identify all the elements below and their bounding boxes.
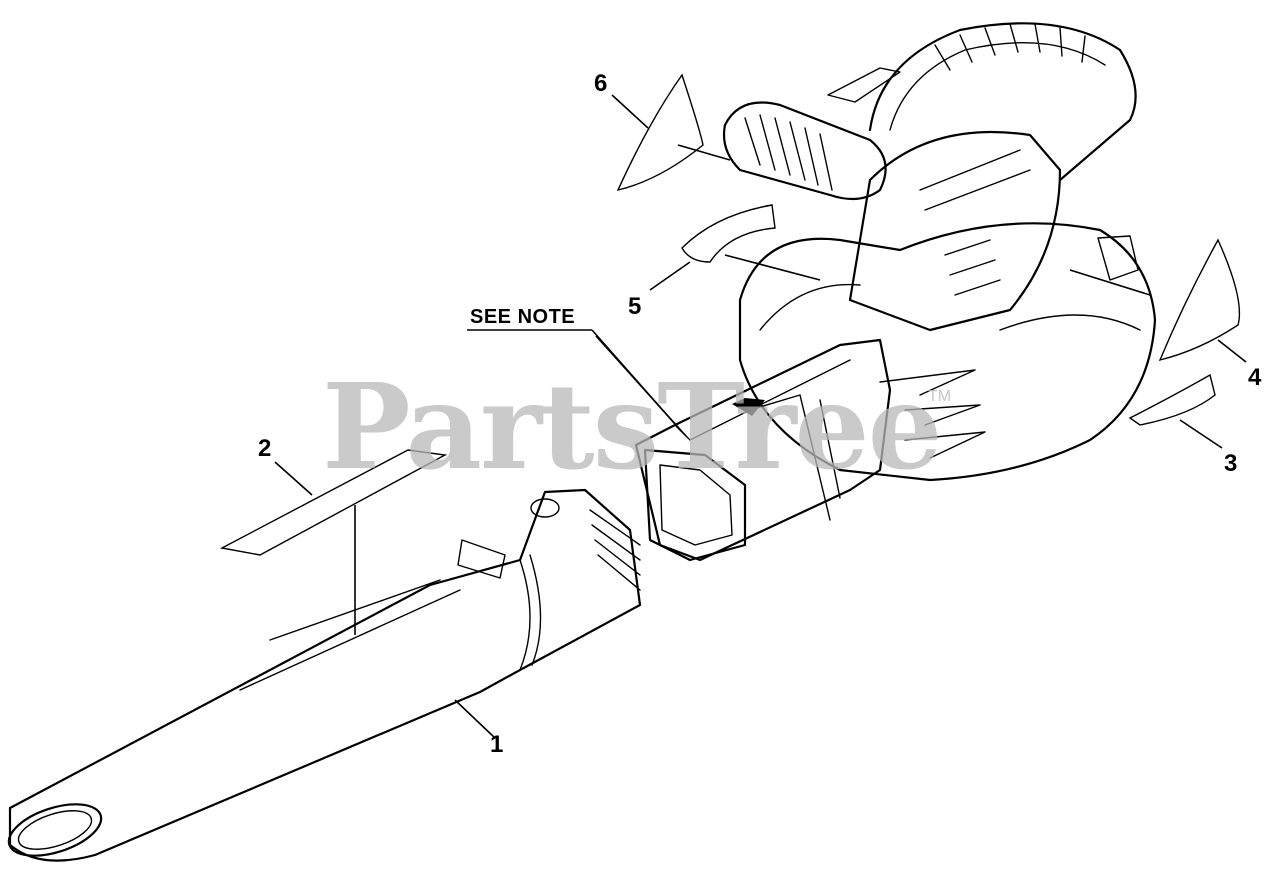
- blower-tube: [7, 488, 642, 862]
- blower-body: [722, 22, 1157, 482]
- callout-3: 3: [1224, 450, 1238, 477]
- decal-5-shape: [681, 204, 776, 263]
- callout-5: 5: [628, 293, 642, 320]
- inlet-tube: [634, 338, 892, 562]
- callout-2: 2: [258, 435, 272, 462]
- decal-4-shape: [1158, 238, 1241, 362]
- decal-3-shape: [1128, 373, 1216, 426]
- callout-1: 1: [490, 731, 504, 758]
- parts-tree-watermark: PartsTree: [322, 357, 943, 496]
- see-note-label: SEE NOTE: [470, 306, 576, 328]
- callout-6: 6: [594, 70, 608, 97]
- decal-2-shape: [219, 449, 448, 556]
- decal-6-shape: [616, 73, 704, 192]
- callout-4: 4: [1248, 364, 1262, 391]
- watermark-trademark: TM: [928, 388, 952, 405]
